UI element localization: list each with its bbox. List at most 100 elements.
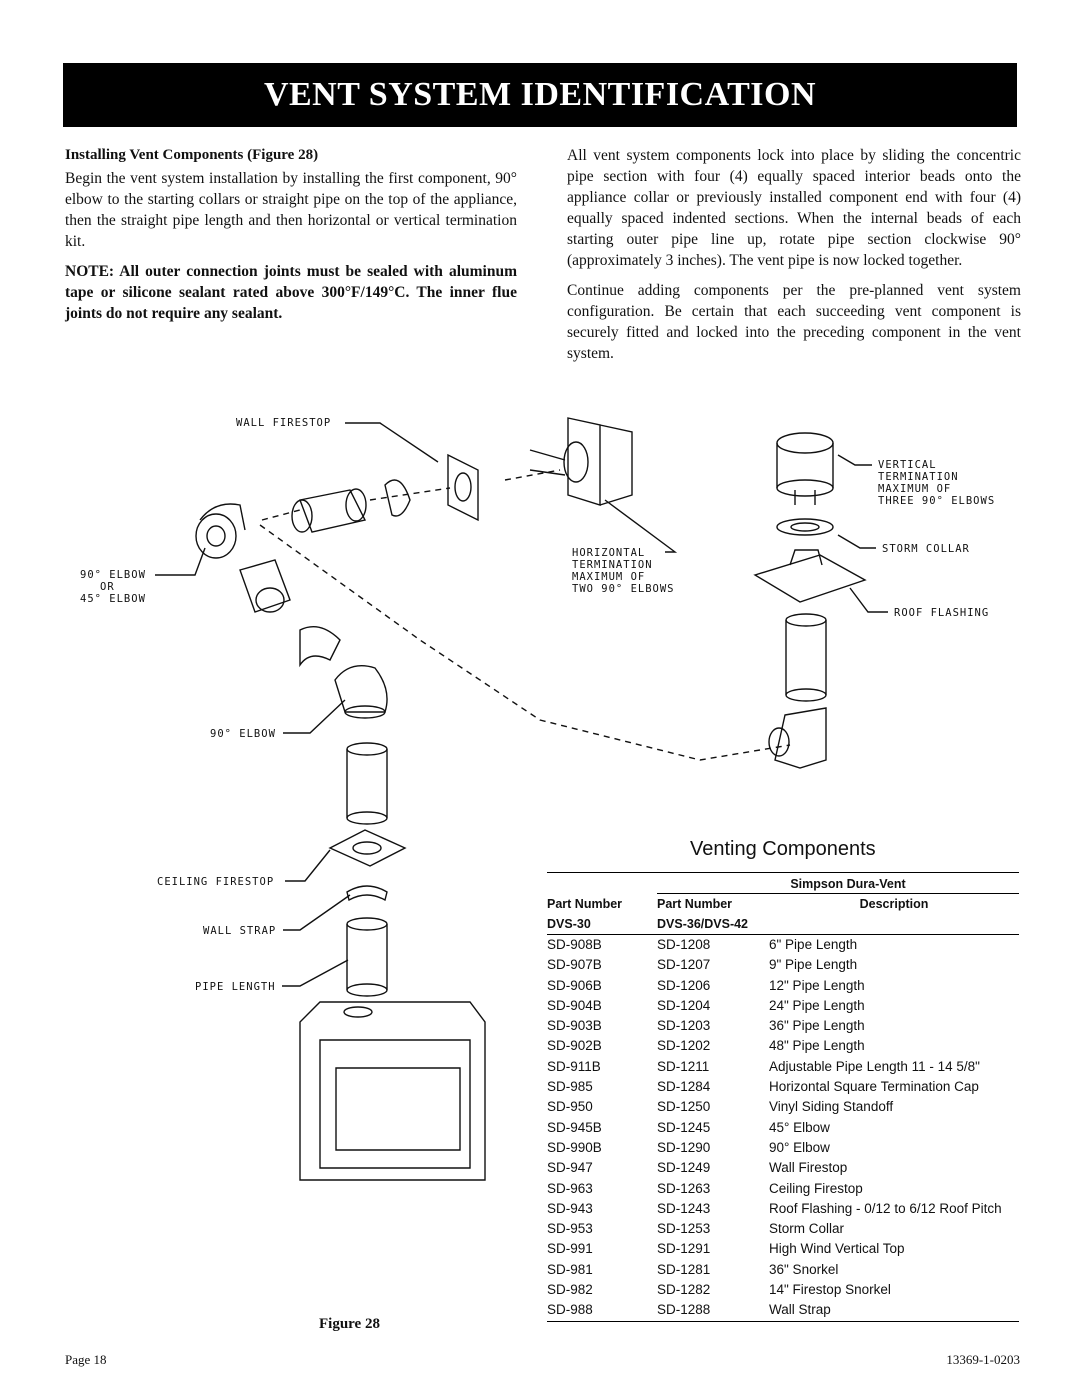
label-vertical-4: THREE 90° ELBOWS: [878, 495, 995, 507]
description-cell: 12" Pipe Length: [769, 977, 865, 993]
label-roof-flashing: ROOF FLASHING: [894, 607, 989, 619]
part-number-cell: SD-990B: [547, 1139, 602, 1155]
part-number-cell: SD-1208: [657, 937, 711, 952]
document-number: 13369-1-0203: [946, 1352, 1020, 1367]
description-cell: Horizontal Square Termination Cap: [769, 1079, 979, 1095]
description-cell: Ceiling Firestop: [769, 1180, 863, 1196]
part-number-cell: SD-991: [547, 1241, 593, 1257]
part-number-cell: SD-908B: [547, 937, 602, 952]
part-number-cell: SD-906B: [547, 977, 602, 993]
wall-strap-part: [346, 885, 388, 902]
leader-elbow: [155, 547, 206, 576]
label-horizontal-1: HORIZONTAL: [572, 547, 645, 559]
ceiling-firestop-plate: [328, 829, 407, 867]
label-vertical-2: TERMINATION: [878, 471, 959, 483]
label-vertical-1: VERTICAL: [878, 459, 937, 471]
storm-collar-part: [776, 518, 834, 536]
description-cell: 9" Pipe Length: [769, 957, 858, 973]
leader-pipe-length: [282, 959, 349, 987]
horizontal-termination-cap: [529, 417, 633, 506]
label-horizontal-3: MAXIMUM OF: [572, 571, 645, 583]
angled-pipe: [239, 559, 291, 613]
part-number-cell: SD-1263: [657, 1180, 711, 1196]
label-wall-firestop: WALL FIRESTOP: [236, 417, 331, 429]
vent-system-diagram: WALL FIRESTOP 90° ELBOW OR 45° ELBOW HOR…: [80, 417, 995, 1181]
part-number-cell: SD-1202: [657, 1038, 711, 1054]
label-ceiling-firestop: CEILING FIRESTOP: [157, 876, 274, 888]
part-number-cell: SD-911B: [547, 1058, 601, 1074]
horizontal-pipe: [291, 488, 367, 533]
right-elbow: [768, 707, 827, 769]
horizontal-strap: [384, 479, 411, 517]
table-row: SD-963 SD-1263 Ceiling Firestop: [547, 1179, 1019, 1199]
table-row: SD-950 SD-1250 Vinyl Siding Standoff: [547, 1097, 1019, 1117]
part-number-cell: SD-945B: [547, 1119, 602, 1135]
label-horizontal-2: TERMINATION: [572, 559, 653, 571]
part-number-cell: SD-1204: [657, 997, 711, 1013]
part-number-cell: SD-963: [547, 1180, 593, 1196]
description-cell: Adjustable Pipe Length 11 - 14 5/8": [769, 1058, 980, 1074]
table-header-row: Part Number Part Number Description: [547, 894, 1019, 914]
part-number-cell: SD-1281: [657, 1261, 711, 1277]
label-horizontal-4: TWO 90° ELBOWS: [572, 583, 675, 595]
description-cell: Vinyl Siding Standoff: [769, 1099, 894, 1115]
roof-flashing-part: [753, 549, 867, 603]
table-row: SD-988 SD-1288 Wall Strap: [547, 1300, 1019, 1320]
description-cell: 24" Pipe Length: [769, 997, 865, 1013]
part-number-cell: SD-950: [547, 1099, 593, 1115]
lower-elbow: [334, 665, 388, 719]
leader-ceiling-firestop: [285, 849, 331, 882]
part-number-cell: SD-1250: [657, 1099, 711, 1115]
subheader-dvs36: DVS-36/DVS-42: [657, 917, 749, 931]
page-title: VENT SYSTEM IDENTIFICATION: [263, 76, 817, 113]
install-paragraph: Begin the vent system installation by in…: [65, 170, 517, 250]
section-subhead: Installing Vent Components (Figure 28): [65, 147, 319, 163]
label-90-elbow: 90° ELBOW: [80, 569, 146, 581]
leader-wall-strap: [283, 894, 351, 931]
vertical-pipe-lower: [346, 917, 388, 997]
part-number-cell: SD-903B: [547, 1018, 602, 1034]
label-pipe-length: PIPE LENGTH: [195, 981, 276, 993]
description-cell: 45° Elbow: [769, 1119, 830, 1135]
table-row: SD-985 SD-1284 Horizontal Square Terminati…: [547, 1077, 1019, 1097]
fireplace-unit: [299, 1001, 486, 1181]
leader-storm-collar: [837, 534, 876, 549]
venting-components-title: Venting Components: [690, 838, 876, 860]
part-number-cell: SD-1253: [657, 1221, 711, 1237]
figure-caption: Figure 28: [319, 1316, 380, 1332]
left-column: Installing Vent Components (Figure 28) B…: [65, 145, 517, 333]
part-number-cell: SD-1284: [657, 1079, 711, 1095]
table-row: SD-911B SD-1211 Adjustable Pipe Length 11 …: [547, 1057, 1019, 1077]
leader-wall-firestop: [345, 422, 439, 463]
leader-vertical: [837, 454, 872, 466]
table-subheader-row: DVS-30 DVS-36/DVS-42: [547, 914, 1019, 934]
part-number-cell: SD-902B: [547, 1038, 602, 1054]
part-number-cell: SD-1211: [657, 1058, 710, 1074]
col-header-description: Description: [859, 897, 929, 911]
part-number-cell: SD-1245: [657, 1119, 711, 1135]
part-number-cell: SD-1288: [657, 1302, 711, 1318]
horizontal-dashed-line: [261, 469, 561, 521]
part-number-cell: SD-988: [547, 1302, 593, 1318]
top-elbow: [195, 503, 246, 559]
part-number-cell: SD-985: [547, 1079, 593, 1095]
vertical-termination-cap: [776, 432, 834, 505]
part-number-cell: SD-947: [547, 1160, 593, 1176]
part-number-cell: SD-907B: [547, 957, 602, 973]
description-cell: Wall Strap: [769, 1302, 831, 1318]
label-or: OR: [100, 581, 115, 593]
group-header: Simpson Dura-Vent: [790, 877, 906, 891]
description-cell: 6" Pipe Length: [769, 937, 858, 952]
mid-strap: [299, 626, 341, 668]
leader-roof-flashing: [849, 587, 888, 613]
description-cell: 36" Snorkel: [769, 1261, 839, 1277]
